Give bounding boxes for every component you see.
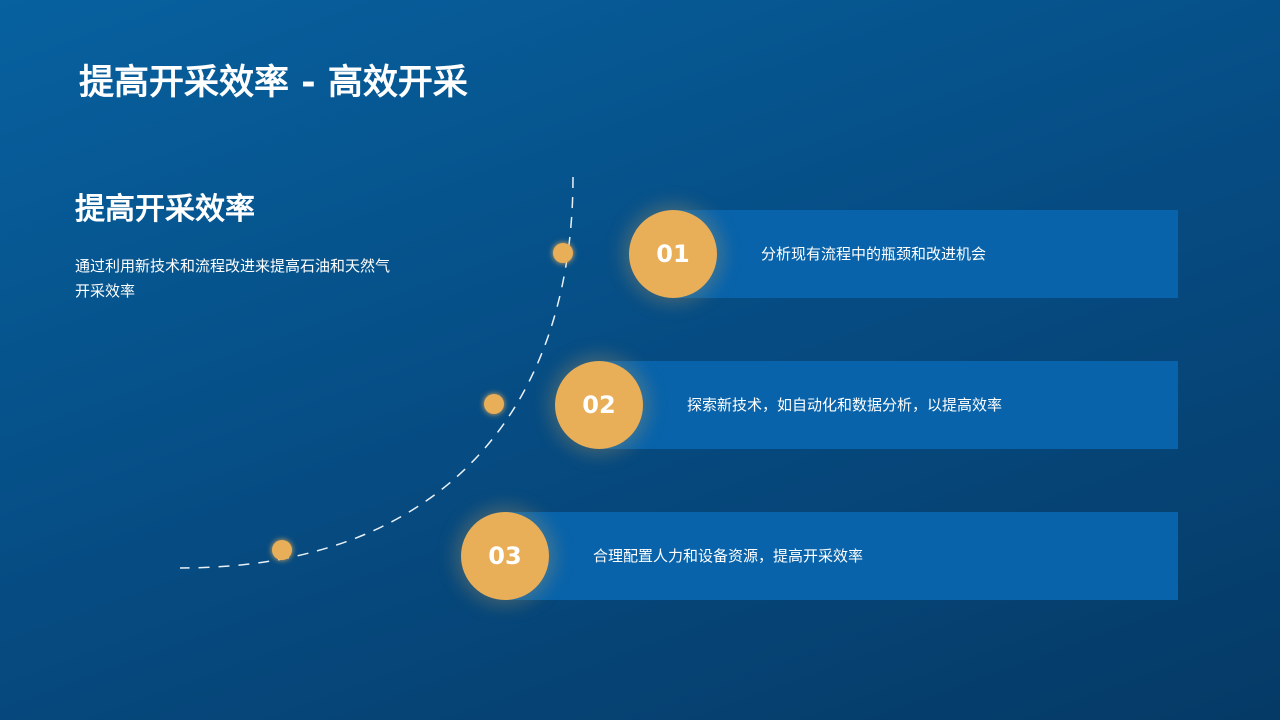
step-text: 分析现有流程中的瓶颈和改进机会: [761, 245, 987, 263]
step-number-badge: 03: [461, 512, 549, 600]
step-number-badge: 02: [555, 361, 643, 449]
step-item-3: 03 合理配置人力和设备资源，提高开采效率: [461, 512, 1178, 600]
step-text: 探索新技术，如自动化和数据分析，以提高效率: [687, 396, 1003, 414]
timeline-dashed-path: [179, 176, 574, 569]
section-heading: 提高开采效率: [75, 192, 255, 227]
page-title: 提高开采效率 - 高效开采: [79, 63, 468, 103]
section-description: 通过利用新技术和流程改进来提高石油和天然气开采效率: [75, 257, 391, 300]
step-item-2: 02 探索新技术，如自动化和数据分析，以提高效率: [555, 361, 1178, 449]
step-bar: [673, 210, 1178, 298]
step-text: 合理配置人力和设备资源，提高开采效率: [593, 547, 864, 565]
step-bar: [599, 361, 1178, 449]
timeline-dot-2: [484, 394, 504, 414]
timeline-dot-3: [272, 540, 292, 560]
timeline-dot-1: [553, 243, 573, 263]
step-number-badge: 01: [629, 210, 717, 298]
step-item-1: 01 分析现有流程中的瓶颈和改进机会: [629, 210, 1178, 298]
step-bar: [505, 512, 1178, 600]
